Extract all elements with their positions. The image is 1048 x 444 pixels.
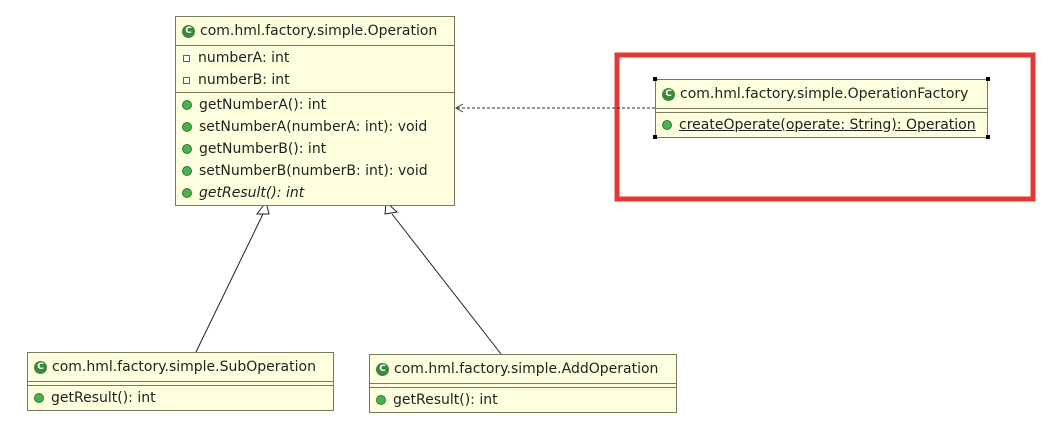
method-row[interactable]: createOperate(operate: String): Operatio…	[656, 114, 987, 136]
selection-handle[interactable]	[986, 135, 990, 139]
class-name: com.hml.factory.simple.SubOperation	[52, 359, 316, 375]
method-row[interactable]: getResult(): int	[370, 389, 676, 411]
public-method-icon	[182, 166, 192, 176]
method-row[interactable]: getResult(): int	[28, 387, 333, 409]
highlight-frame	[614, 52, 1036, 202]
class-c-icon: C	[34, 360, 47, 374]
public-method-icon	[182, 188, 192, 198]
method-row[interactable]: setNumberB(numberB: int): void	[176, 160, 454, 182]
attributes-section	[656, 109, 987, 113]
class-add-operation[interactable]: C com.hml.factory.simple.AddOperation ge…	[369, 354, 677, 413]
class-c-icon: C	[662, 87, 675, 101]
private-field-icon	[183, 76, 190, 84]
methods-section: getResult(): int	[28, 386, 333, 410]
selection-handle[interactable]	[653, 135, 657, 139]
class-name: com.hml.factory.simple.Operation	[200, 23, 438, 39]
class-c-icon: C	[182, 24, 195, 38]
public-method-icon	[182, 122, 192, 132]
attributes-section	[28, 382, 333, 386]
public-method-icon	[376, 395, 386, 405]
selection-handle[interactable]	[986, 77, 990, 81]
attribute-row[interactable]: numberA: int	[176, 47, 454, 69]
attributes-section	[370, 384, 676, 388]
public-method-icon	[182, 144, 192, 154]
generalization-line-sub	[195, 213, 264, 353]
class-header: C com.hml.factory.simple.AddOperation	[370, 355, 676, 384]
class-header: C com.hml.factory.simple.Operation	[176, 17, 454, 46]
class-header: C com.hml.factory.simple.OperationFactor…	[656, 80, 987, 109]
class-name: com.hml.factory.simple.OperationFactory	[680, 86, 969, 102]
method-row[interactable]: getResult(): int	[176, 182, 454, 204]
dependency-arrowhead	[454, 103, 464, 113]
methods-section: getNumberA(): int setNumberA(numberA: in…	[176, 93, 454, 205]
class-header: C com.hml.factory.simple.SubOperation	[28, 353, 333, 382]
class-operation-factory[interactable]: C com.hml.factory.simple.OperationFactor…	[655, 79, 988, 138]
method-row[interactable]: getNumberA(): int	[176, 94, 454, 116]
selection-handle[interactable]	[653, 77, 657, 81]
class-operation[interactable]: C com.hml.factory.simple.Operation numbe…	[175, 16, 455, 206]
methods-section: createOperate(operate: String): Operatio…	[656, 113, 987, 137]
methods-section: getResult(): int	[370, 388, 676, 412]
class-sub-operation[interactable]: C com.hml.factory.simple.SubOperation ge…	[27, 352, 334, 411]
generalization-line-add	[391, 213, 502, 355]
class-c-icon: C	[376, 362, 389, 376]
attribute-row[interactable]: numberB: int	[176, 69, 454, 91]
method-row[interactable]: setNumberA(numberA: int): void	[176, 116, 454, 138]
public-method-icon	[662, 120, 672, 130]
private-field-icon	[183, 54, 190, 62]
public-method-icon	[34, 393, 44, 403]
method-row[interactable]: getNumberB(): int	[176, 138, 454, 160]
public-method-icon	[182, 100, 192, 110]
class-name: com.hml.factory.simple.AddOperation	[394, 361, 659, 377]
attributes-section: numberA: int numberB: int	[176, 46, 454, 93]
